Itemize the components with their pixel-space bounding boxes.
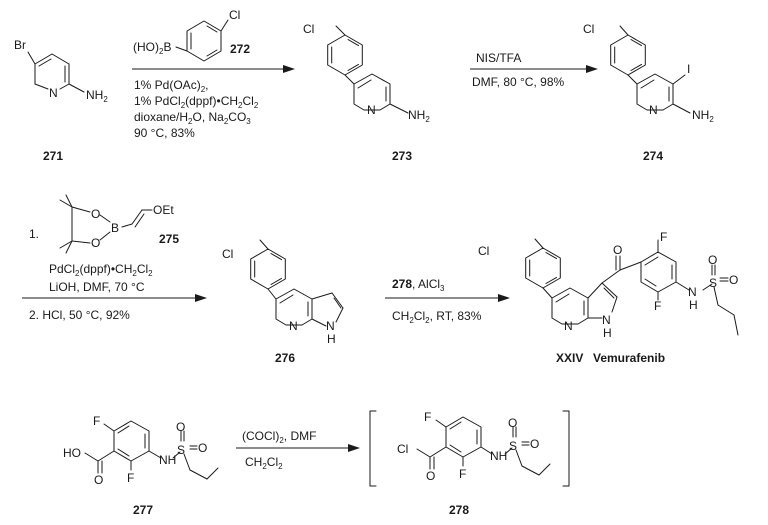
chlorine-label: Cl xyxy=(397,442,408,456)
fluorine-label: F xyxy=(654,299,661,313)
sulfonyl-oxygen-label: O xyxy=(176,420,185,434)
sulfonyl-oxygen-label: O xyxy=(708,253,717,267)
fluorine-label: F xyxy=(660,230,667,244)
amine-label: NH2 xyxy=(692,108,714,124)
condition-temp-yield: 90 °C, 83% xyxy=(134,126,195,140)
compound-number-272: 272 xyxy=(230,42,250,56)
amine-label: NH2 xyxy=(408,108,430,124)
pyrrole-nitrogen-label: N xyxy=(602,313,611,327)
hydrogen-label: H xyxy=(689,298,698,312)
oxygen-label: O xyxy=(91,207,100,221)
compound-vemurafenib: Cl N N H O F F N H S O O XXIV Vemurafeni… xyxy=(478,230,739,365)
step5-reagent: (COCl)2, DMF xyxy=(242,429,316,445)
carbonyl-oxygen-label: O xyxy=(94,473,103,487)
compound-277: F HO O F NH S O O 277 xyxy=(63,414,219,517)
step5-solvent: CH2Cl2 xyxy=(245,455,283,471)
iodine-label: I xyxy=(687,62,690,76)
step2-conditions: DMF, 80 °C, 98% xyxy=(472,75,564,89)
compound-number-277: 277 xyxy=(133,503,153,517)
compound-number-273: 273 xyxy=(392,149,412,163)
hydrogen-label: H xyxy=(603,326,612,340)
compound-number-275: 275 xyxy=(159,232,179,246)
step3-conditions: PdCl2(dppf)•CH2Cl2 LiOH, DMF, 70 °C 2. H… xyxy=(29,262,153,322)
ring-nitrogen-label: N xyxy=(564,319,573,333)
sulfur-label: S xyxy=(709,276,717,290)
reaction-arrow-step4: 278, AlCl3 CH2Cl2, RT, 83% xyxy=(385,277,510,325)
compound-number-271: 271 xyxy=(43,149,63,163)
reagent-275: 1. O B O OEt 275 xyxy=(29,194,179,254)
condition-acid-step: 2. HCl, 50 °C, 92% xyxy=(29,308,130,322)
sulfur-label: S xyxy=(509,439,517,453)
step3-prefix: 1. xyxy=(29,227,39,241)
reaction-arrow-step3 xyxy=(22,294,207,302)
sulfonamide-nh-label: NH xyxy=(159,453,176,467)
fluorine-label: F xyxy=(424,410,431,424)
pyrrole-nitrogen-label: N xyxy=(326,319,335,333)
ring-nitrogen-label: N xyxy=(49,86,58,100)
fluorine-label: F xyxy=(93,414,100,428)
compound-number-XXIV: XXIV xyxy=(556,351,583,365)
compound-271: Br N NH2 271 xyxy=(14,38,108,163)
reaction-arrow-step2: NIS/TFA DMF, 80 °C, 98% xyxy=(470,51,598,89)
compound-274: Cl I N NH2 274 xyxy=(583,22,714,163)
compound-number-276: 276 xyxy=(275,351,295,365)
step4-conditions: CH2Cl2, RT, 83% xyxy=(392,309,482,325)
reaction-arrow-step5: (COCl)2, DMF CH2Cl2 xyxy=(236,429,360,471)
fluorine-label: F xyxy=(127,471,134,485)
step1-conditions: 1% Pd(OAc)2, 1% PdCl2(dppf)•CH2Cl2 dioxa… xyxy=(134,78,259,140)
compound-273: Cl N NH2 273 xyxy=(303,22,430,163)
ring-nitrogen-label: N xyxy=(289,319,298,333)
sulfonyl-oxygen-label: O xyxy=(729,273,738,287)
oxygen-label: O xyxy=(91,236,100,250)
chlorine-label: Cl xyxy=(229,8,240,22)
sulfonyl-oxygen-label: O xyxy=(508,416,517,430)
step2-reagent: NIS/TFA xyxy=(476,51,521,65)
fluorine-label: F xyxy=(459,467,466,481)
sulfonamide-nitrogen-label: N xyxy=(688,285,697,299)
compound-276: Cl N N H 276 xyxy=(222,239,344,365)
ring-nitrogen-label: N xyxy=(367,103,376,117)
chlorine-label: Cl xyxy=(583,22,594,36)
condition-pd-acetate: 1% Pd(OAc)2, xyxy=(134,78,208,94)
condition-pdcl2-dppf: 1% PdCl2(dppf)•CH2Cl2 xyxy=(134,94,259,110)
carbonyl-oxygen-label: O xyxy=(613,243,622,257)
sulfonamide-nh-label: NH xyxy=(490,449,507,463)
boron-label: B xyxy=(111,221,119,235)
compound-278: F Cl O F NH S O O 278 xyxy=(369,410,570,517)
chlorine-label: Cl xyxy=(222,247,233,261)
hydroxyl-label: HO xyxy=(63,446,81,460)
chlorine-label: Cl xyxy=(303,22,314,36)
condition-base-solvent: LiOH, DMF, 70 °C xyxy=(49,280,145,294)
step4-reagent: 278, AlCl3 xyxy=(392,277,445,293)
condition-solvent-base: dioxane/H2O, Na2CO3 xyxy=(134,110,251,126)
reagent-272: Cl (HO)2B 272 xyxy=(133,8,250,62)
carbonyl-oxygen-label: O xyxy=(426,469,435,483)
hydrogen-label: H xyxy=(327,332,336,346)
compound-name-vemurafenib: Vemurafenib xyxy=(593,351,665,365)
compound-number-274: 274 xyxy=(643,149,663,163)
ethoxy-label: OEt xyxy=(153,203,174,217)
reaction-arrow-step1 xyxy=(132,65,295,73)
bromine-label: Br xyxy=(14,38,26,52)
ring-nitrogen-label: N xyxy=(649,103,658,117)
sulfur-label: S xyxy=(177,443,185,457)
chlorine-label: Cl xyxy=(478,244,489,258)
sulfonyl-oxygen-label: O xyxy=(198,441,207,455)
compound-number-278: 278 xyxy=(449,503,469,517)
amine-label: NH2 xyxy=(86,88,108,104)
sulfonyl-oxygen-label: O xyxy=(530,437,539,451)
boronic-acid-label: (HO)2B xyxy=(133,40,171,56)
condition-catalyst: PdCl2(dppf)•CH2Cl2 xyxy=(49,262,153,278)
